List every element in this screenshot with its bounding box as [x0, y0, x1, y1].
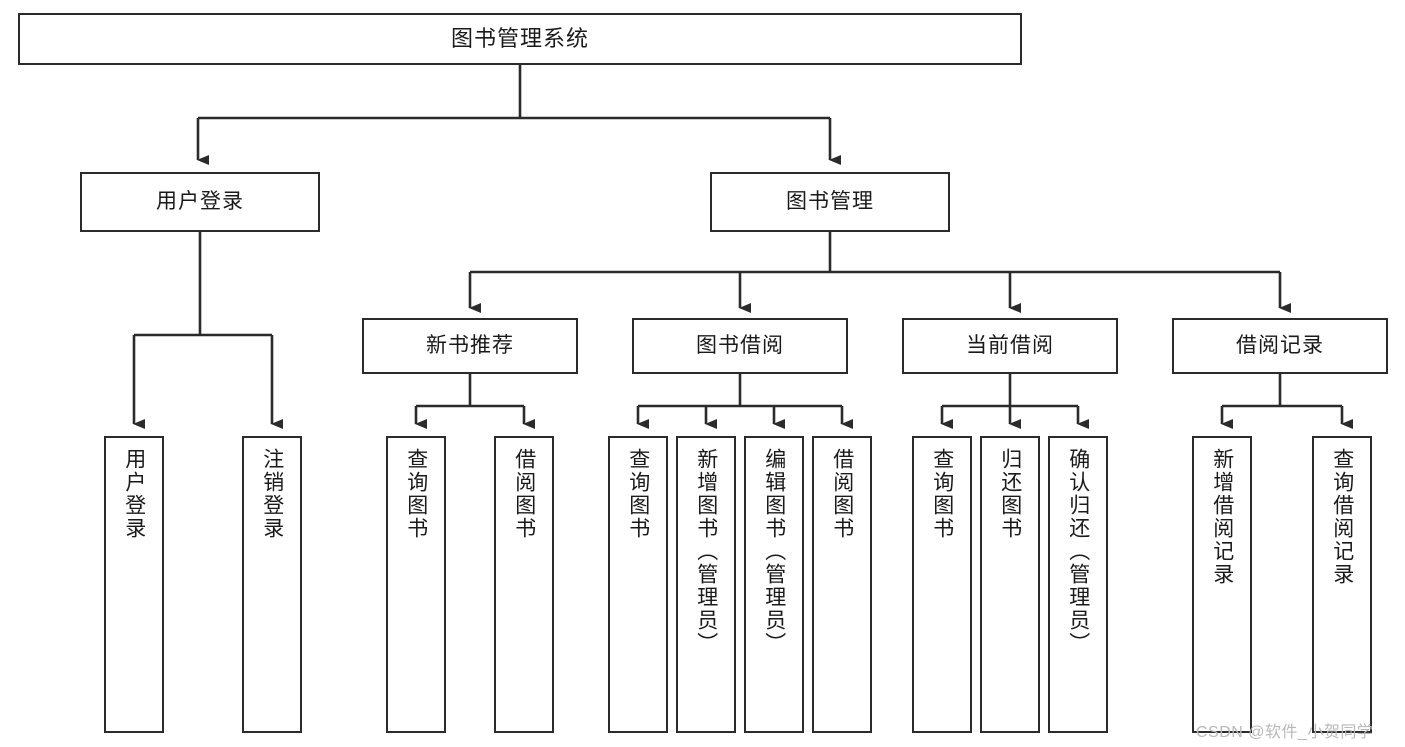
node-label: 新书推荐 [426, 334, 514, 358]
node-label: 图书管理系统 [450, 25, 589, 51]
node-root-system[interactable]: 图书管理系统 [18, 13, 1022, 65]
node-label: 借阅记录 [1236, 334, 1324, 358]
node-label: 查询图书 [930, 448, 954, 540]
leaf-borrow-record-query[interactable]: 查询借阅记录 [1312, 436, 1372, 733]
leaf-user-login-login[interactable]: 用户登录 [104, 436, 164, 733]
leaf-current-borrow-confirm-return[interactable]: 确认归还（管理员） [1048, 436, 1108, 733]
node-label: 注销登录 [260, 448, 284, 540]
node-label: 确认归还（管理员） [1066, 448, 1090, 655]
leaf-book-borrow-add[interactable]: 新增图书（管理员） [676, 436, 736, 733]
node-label: 借阅图书 [830, 448, 854, 540]
node-label: 当前借阅 [966, 334, 1054, 358]
leaf-current-borrow-return[interactable]: 归还图书 [980, 436, 1040, 733]
csdn-watermark: CSDN @软件_小贺同学 [1196, 724, 1374, 741]
node-new-book-recommend[interactable]: 新书推荐 [362, 318, 578, 374]
node-label: 查询图书 [404, 448, 428, 540]
leaf-borrow-record-add[interactable]: 新增借阅记录 [1192, 436, 1252, 733]
leaf-book-borrow-edit[interactable]: 编辑图书（管理员） [744, 436, 804, 733]
node-label: 图书管理 [786, 190, 874, 214]
leaf-new-book-borrow[interactable]: 借阅图书 [494, 436, 554, 733]
node-user-login[interactable]: 用户登录 [80, 172, 320, 232]
leaf-book-borrow-borrow[interactable]: 借阅图书 [812, 436, 872, 733]
leaf-current-borrow-query[interactable]: 查询图书 [912, 436, 972, 733]
node-label: 借阅图书 [512, 448, 536, 540]
node-book-management[interactable]: 图书管理 [710, 172, 950, 232]
leaf-user-login-logout[interactable]: 注销登录 [242, 436, 302, 733]
node-label: 新增图书（管理员） [694, 448, 718, 655]
node-label: 用户登录 [122, 448, 146, 540]
node-book-borrow[interactable]: 图书借阅 [632, 318, 848, 374]
node-label: 用户登录 [156, 190, 244, 214]
node-current-borrow[interactable]: 当前借阅 [902, 318, 1118, 374]
leaf-book-borrow-query[interactable]: 查询图书 [608, 436, 668, 733]
node-label: 查询借阅记录 [1330, 448, 1354, 586]
node-label: 图书借阅 [696, 334, 784, 358]
node-label: 新增借阅记录 [1210, 448, 1234, 586]
leaf-new-book-query[interactable]: 查询图书 [386, 436, 446, 733]
node-borrow-record[interactable]: 借阅记录 [1172, 318, 1388, 374]
node-label: 查询图书 [626, 448, 650, 540]
node-label: 归还图书 [998, 448, 1022, 540]
node-label: 编辑图书（管理员） [762, 448, 786, 655]
